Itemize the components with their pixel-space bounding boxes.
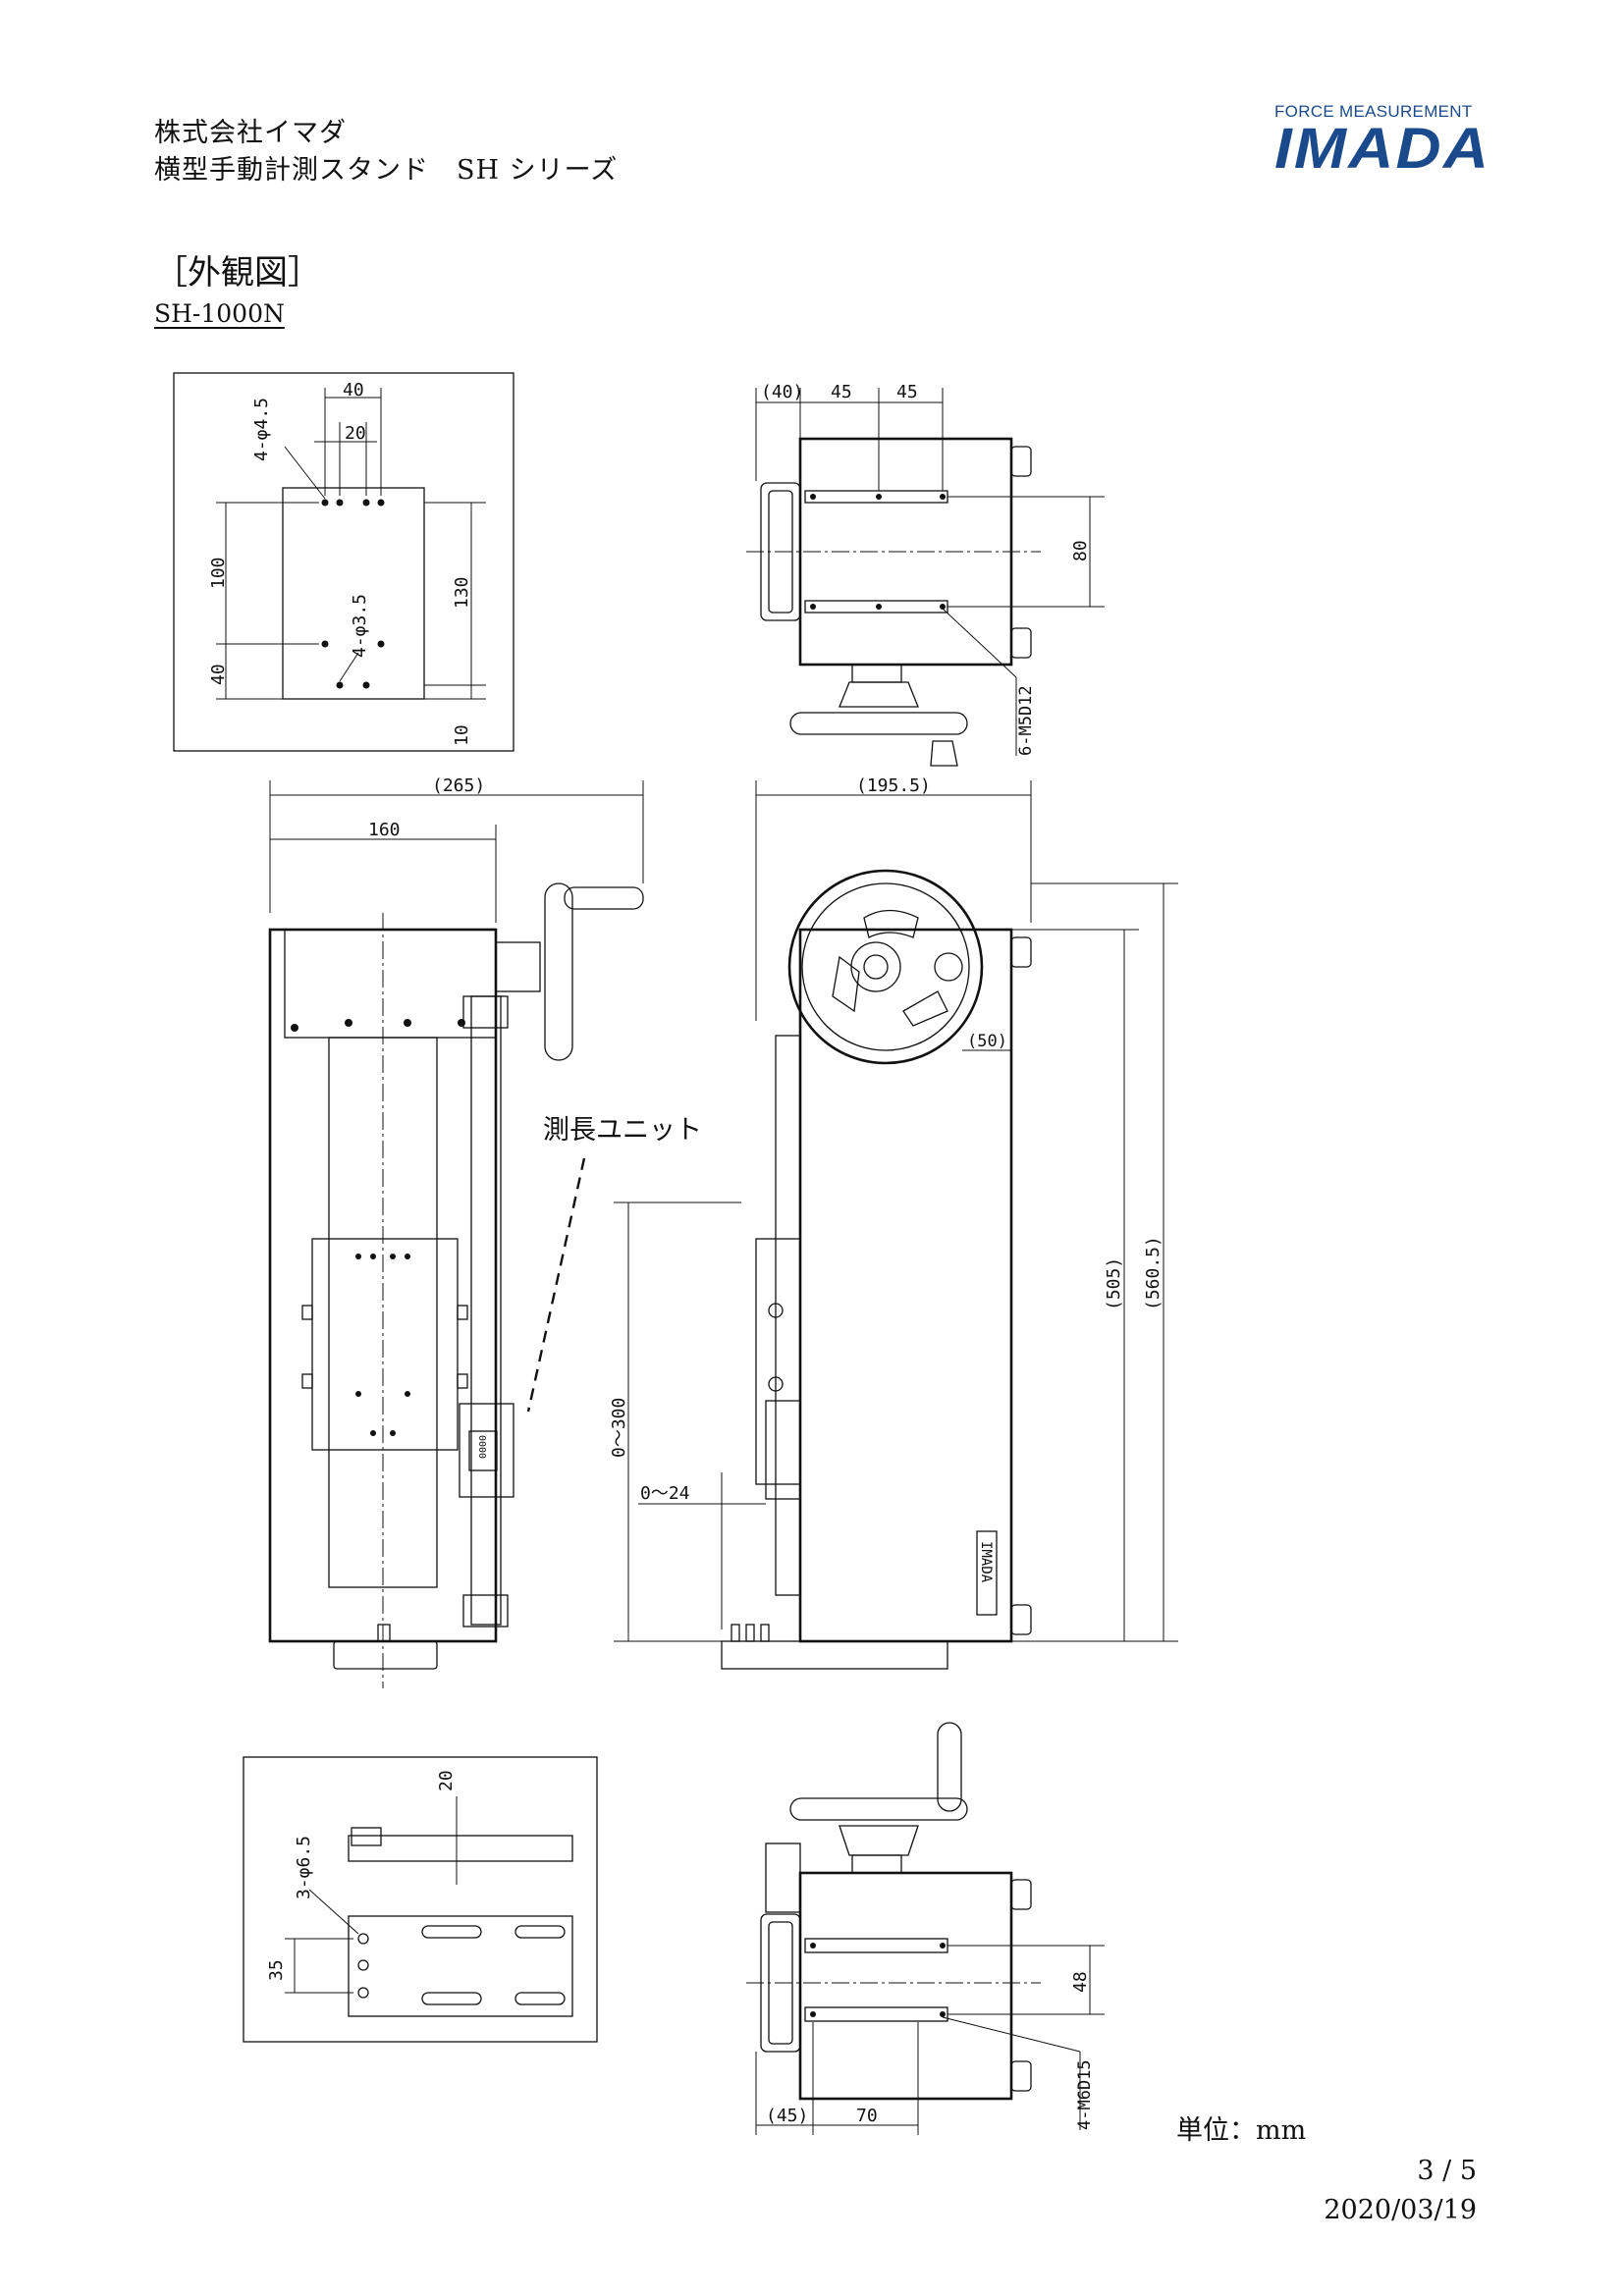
top-dim-45b: 45 xyxy=(896,382,918,402)
document-date: 2020/03/19 xyxy=(1324,2195,1477,2225)
model-number: SH-1000N xyxy=(154,299,285,328)
bottom-dim-48: 48 xyxy=(1070,1971,1091,1993)
base-dim-100: 100 xyxy=(208,557,229,589)
top-dim-80: 80 xyxy=(1070,540,1091,561)
bottom-plate-dim-35: 35 xyxy=(266,1959,287,1981)
bottom-screw-label: 4-M6D15 xyxy=(1075,2059,1095,2130)
base-dim-40b: 40 xyxy=(208,664,229,685)
front-view: 0000 (265) 160 測長ユニット xyxy=(268,775,702,1688)
product-name: 横型手動計測スタンド SH シリーズ xyxy=(154,155,619,186)
side-dim-505: (505) xyxy=(1104,1257,1124,1310)
company-name: 株式会社イマダ xyxy=(154,118,347,148)
section-title: ［外観図］ xyxy=(154,253,321,293)
bottom-view: (45) 70 48 4-M6D15 xyxy=(746,1722,1105,2135)
front-dim-160: 160 xyxy=(368,820,401,840)
measuring-unit-label: 測長ユニット xyxy=(543,1115,702,1146)
top-dim-45a: 45 xyxy=(831,382,852,402)
logo-tagline: FORCE MEASUREMENT xyxy=(1274,102,1473,121)
bottom-plate-dim-20: 20 xyxy=(436,1770,457,1791)
top-dim-40: (40) xyxy=(761,382,803,402)
logo-brand: IMADA xyxy=(1274,117,1491,181)
page-number: 3 / 5 xyxy=(1417,2156,1477,2186)
top-view: (40) 45 45 80 6-M5D12 xyxy=(746,382,1105,767)
side-dim-50: (50) xyxy=(967,1032,1007,1051)
bottom-plate-holes: 3-φ6.5 xyxy=(294,1836,314,1899)
base-dim-20: 20 xyxy=(345,423,366,444)
side-dim-560: (560.5) xyxy=(1143,1236,1164,1310)
side-dim-195: (195.5) xyxy=(856,775,931,796)
side-dim-0-24: 0～24 xyxy=(640,1483,690,1504)
base-holes2-label: 4-φ3.5 xyxy=(350,594,370,658)
base-holes-label: 4-φ4.5 xyxy=(251,398,272,461)
side-dim-0-300: 0～300 xyxy=(609,1398,629,1458)
unit-label: 単位：mm xyxy=(1176,2115,1307,2146)
top-screw-label: 6-M5D12 xyxy=(1016,685,1036,756)
side-view: IMADA (195.5) (50) (505) (560.5) 0～300 0… xyxy=(609,775,1178,1670)
bottom-plate-view: 3-φ6.5 20 35 xyxy=(243,1756,598,2043)
unit-display: 0000 xyxy=(476,1435,487,1459)
bottom-dim-70: 70 xyxy=(856,2106,878,2126)
base-dim-40: 40 xyxy=(343,380,364,400)
front-dim-265: (265) xyxy=(432,775,485,796)
imada-logo: FORCE MEASUREMENT IMADA xyxy=(1274,102,1489,181)
bottom-dim-45: (45) xyxy=(766,2106,808,2126)
base-plate-view: 40 20 4-φ4.5 4-φ3.5 100 40 130 10 xyxy=(173,372,514,752)
base-dim-130: 130 xyxy=(452,576,472,609)
side-badge: IMADA xyxy=(978,1541,994,1583)
base-dim-10: 10 xyxy=(452,724,472,746)
